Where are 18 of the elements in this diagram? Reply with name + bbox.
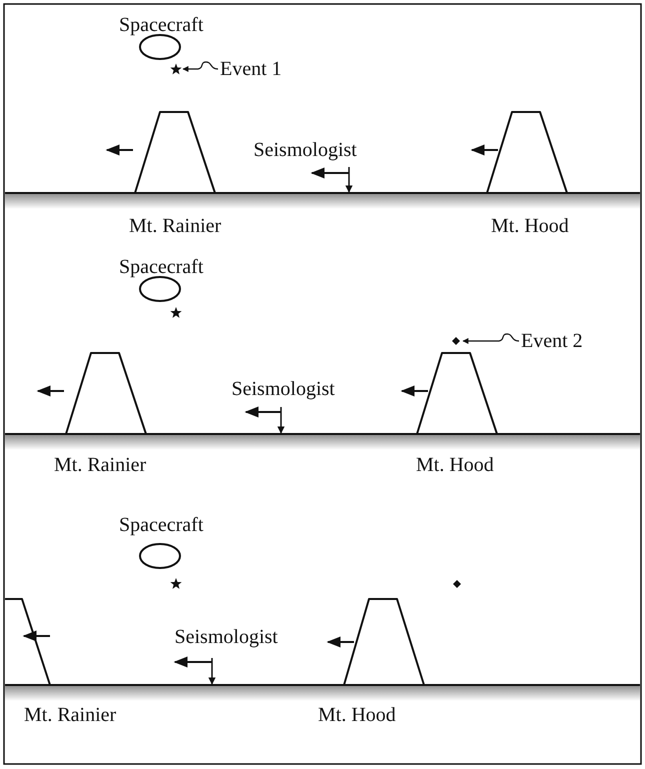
leader-line: [462, 333, 520, 344]
spacecraft-label: Spacecraft: [119, 14, 204, 36]
mountain-label: Mt. Rainier: [129, 215, 222, 237]
diamond-icon: [450, 335, 462, 347]
event-label: Event 1: [220, 58, 282, 80]
event-label: Event 2: [521, 330, 583, 352]
leader-line: [182, 61, 218, 72]
mountain-label: Mt. Rainier: [54, 454, 146, 476]
spacecraft-label: Spacecraft: [119, 514, 204, 536]
mountain-label: Mt. Hood: [318, 704, 396, 726]
seismologist-label: Seismologist: [174, 626, 278, 648]
spacecraft-label: Spacecraft: [119, 256, 204, 278]
seismologist-label: Seismologist: [232, 378, 335, 400]
mountain-label: Mt. Hood: [416, 454, 494, 476]
mountain-label: Mt. Hood: [491, 215, 569, 237]
mountain-label: Mt. Rainier: [24, 704, 116, 726]
star-icon: [170, 63, 182, 75]
seismologist-label: Seismologist: [254, 139, 357, 161]
